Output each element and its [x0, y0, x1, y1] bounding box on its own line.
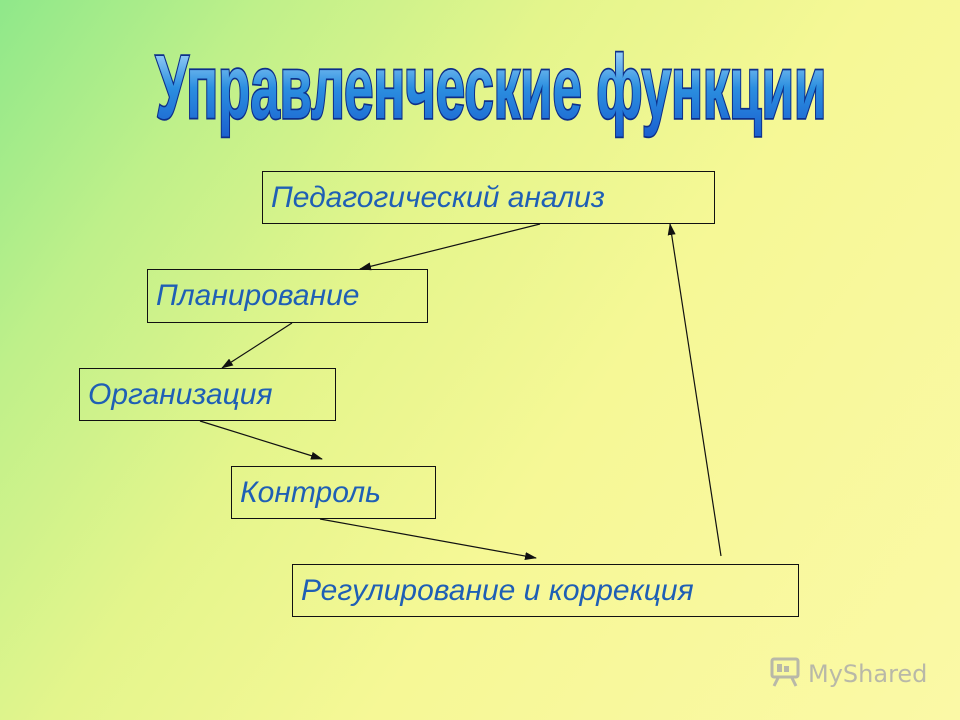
box-control: Контроль [231, 466, 436, 519]
box-pedagogical-analysis: Педагогический анализ [262, 171, 715, 224]
box-regulation-correction: Регулирование и коррекция [292, 564, 799, 617]
watermark: MyShared [768, 656, 927, 692]
arrow-control-to-regulation [319, 518, 537, 560]
box-planning-label: Планирование [156, 279, 360, 312]
box-control-label: Контроль [240, 475, 381, 509]
box-regulation-correction-label: Регулирование и коррекция [301, 573, 694, 607]
presentation-board-icon [768, 654, 802, 694]
arrow-regulation-to-analysis [667, 223, 722, 557]
box-organization-label: Организация [88, 377, 273, 411]
arrow-analysis-to-planning [359, 223, 541, 271]
box-organization: Организация [79, 368, 336, 421]
box-pedagogical-analysis-label: Педагогический анализ [271, 180, 605, 214]
page-title: Управленческие функции [156, 38, 827, 138]
arrow-planning-to-organization [221, 322, 293, 369]
box-planning: Планирование [147, 269, 428, 323]
watermark-text: MyShared [808, 660, 928, 688]
arrow-organization-to-control [199, 420, 323, 460]
title-wordart: Управленческие функции [0, 0, 960, 170]
